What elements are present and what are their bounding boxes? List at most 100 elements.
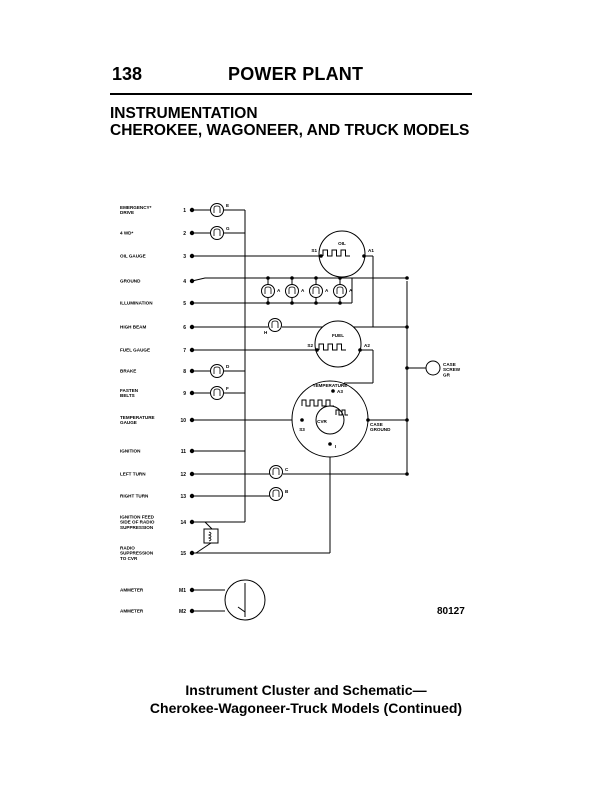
illumination-bulb	[309, 284, 323, 298]
junction-dot	[315, 348, 319, 352]
connector-label: SUPPRESSION	[120, 525, 154, 530]
schematic-components	[189, 203, 441, 621]
illumination-bulb	[285, 284, 299, 298]
oil-terminal-a1: A1	[368, 248, 374, 253]
connector-pin: 9	[183, 391, 186, 397]
ammeter-needle	[237, 583, 246, 617]
connector-pin: 8	[183, 369, 186, 375]
right-turn-bulb	[269, 487, 283, 501]
left-turn-bulb	[269, 465, 283, 479]
connector-pin: 3	[183, 254, 186, 260]
junction-dot	[331, 389, 335, 393]
case-screw-label: SCREW	[443, 367, 461, 372]
connector-terminal	[189, 448, 195, 454]
four-wd-bulb	[210, 226, 224, 240]
choke-wire	[192, 521, 213, 530]
connector-terminal	[189, 519, 195, 525]
oil-terminal-s1: S1	[311, 248, 317, 253]
bulb-filament	[213, 205, 221, 213]
figure-number: 80127	[437, 606, 465, 617]
bulb-tag: A	[349, 288, 353, 293]
connector-pin: 13	[180, 494, 186, 500]
bulb-tag: A	[301, 288, 305, 293]
connector-pin: 4	[183, 279, 186, 285]
bulb-filament	[213, 228, 221, 236]
bulb-outline	[210, 364, 224, 378]
connector-label: OIL GAUGE	[120, 254, 146, 259]
connector-label: GAUGE	[120, 420, 137, 425]
junction-dot	[362, 254, 366, 258]
bulb-outline	[285, 284, 299, 298]
bulb-filament	[312, 286, 320, 294]
connector-pin: 14	[180, 520, 186, 526]
bulb-outline	[210, 226, 224, 240]
oil-gauge	[318, 230, 366, 278]
connector-pin: M2	[179, 609, 186, 615]
emergency-drive-bulb	[210, 203, 224, 217]
wiring-lines	[191, 209, 426, 612]
page-header: POWER PLANT	[228, 64, 364, 84]
bulb-tag: H	[264, 330, 268, 335]
junction-dot	[405, 472, 409, 476]
fuel-gauge-label: FUEL	[332, 333, 344, 338]
connector-label: HIGH BEAM	[120, 325, 146, 330]
cvr-unit	[315, 405, 345, 435]
case-screw-label: CASE	[443, 362, 456, 367]
bulb-outline	[210, 203, 224, 217]
section-subtitle: CHEROKEE, WAGONEER, AND TRUCK MODELS	[110, 122, 470, 139]
bulb-outline	[309, 284, 323, 298]
junction-dot	[266, 276, 270, 280]
connector-label: TO CVR	[120, 556, 138, 561]
bulb-filament	[271, 320, 279, 328]
connector-terminal	[189, 300, 195, 306]
connector-label: DRIVE	[120, 210, 134, 215]
junction-dot	[290, 276, 294, 280]
junction-dot	[405, 276, 409, 280]
junction-dot	[405, 325, 409, 329]
bulb-filament	[264, 286, 272, 294]
bulb-filament	[272, 467, 280, 475]
page-number: 138	[112, 64, 143, 84]
connector-pin: 6	[183, 325, 186, 331]
case-screw-label: GR	[443, 372, 451, 377]
connector-terminal	[189, 550, 195, 556]
connector-pin: 10	[180, 418, 186, 424]
case-ground-label: GROUND	[370, 427, 391, 432]
connector-terminal	[189, 471, 195, 477]
connector-label: AMMETER	[120, 588, 144, 593]
junction-dot	[319, 254, 323, 258]
junction-dot	[358, 348, 362, 352]
connector-terminal	[189, 207, 195, 213]
connector-pin: M1	[179, 588, 186, 594]
temperature-label: TEMPERATURE	[313, 383, 348, 388]
bulb-outline	[210, 386, 224, 400]
temperature-gauge-element	[301, 399, 334, 407]
junction-dot	[300, 418, 304, 422]
junction-dot	[290, 301, 294, 305]
connector-terminal	[189, 493, 195, 499]
bulb-filament	[213, 366, 221, 374]
case-ground-label: CASE	[370, 422, 383, 427]
junction-dot	[314, 276, 318, 280]
header-rule	[110, 93, 472, 95]
connector-pin: 1	[183, 208, 186, 214]
bulb-outline	[269, 487, 283, 501]
connector-label: RIGHT TURN	[120, 494, 149, 499]
fasten-belts-bulb	[210, 386, 224, 400]
fuel-terminal-s2: S2	[307, 343, 313, 348]
bulb-outline	[268, 318, 282, 332]
bulb-outline	[261, 284, 275, 298]
oil-gauge-element	[322, 249, 350, 257]
illumination-bulb	[261, 284, 275, 298]
bulb-tag: F	[226, 386, 229, 391]
connector-pin: 11	[181, 449, 187, 455]
connector-label: 4 WD*	[120, 231, 133, 236]
connector-label: SUPPRESSION	[120, 551, 154, 556]
bulb-tag: A	[325, 288, 329, 293]
connector-pin: 12	[180, 472, 186, 478]
bulb-filament	[213, 388, 221, 396]
connector-label: FUEL GAUGE	[120, 348, 150, 353]
bulb-tag: D	[226, 364, 230, 369]
high-beam-bulb	[268, 318, 282, 332]
connector-terminal	[189, 587, 195, 593]
